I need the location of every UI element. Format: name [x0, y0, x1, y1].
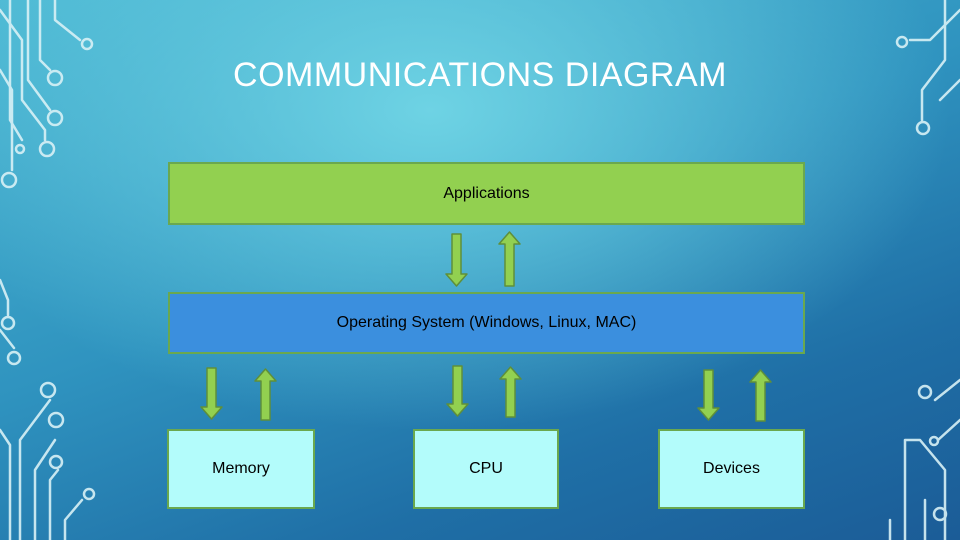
- memory-label: Memory: [212, 460, 270, 477]
- operating-system-label: Operating System (Windows, Linux, MAC): [336, 314, 637, 331]
- devices-box: Devices: [658, 429, 805, 509]
- arrow-up-icon: [749, 369, 772, 422]
- cpu-label: CPU: [469, 460, 503, 477]
- arrow-down-icon: [446, 365, 469, 417]
- arrow-up-icon: [498, 231, 521, 287]
- arrow-up-icon: [499, 366, 522, 418]
- arrow-down-icon: [445, 233, 468, 287]
- slide-title: COMMUNICATIONS DIAGRAM: [233, 56, 727, 94]
- operating-system-box: Operating System (Windows, Linux, MAC): [168, 292, 805, 354]
- cpu-box: CPU: [413, 429, 559, 509]
- devices-label: Devices: [703, 460, 760, 477]
- arrow-up-icon: [254, 368, 277, 421]
- applications-box: Applications: [168, 162, 805, 225]
- memory-box: Memory: [167, 429, 315, 509]
- arrow-down-icon: [697, 369, 720, 421]
- applications-label: Applications: [443, 184, 530, 202]
- arrow-down-icon: [200, 367, 223, 420]
